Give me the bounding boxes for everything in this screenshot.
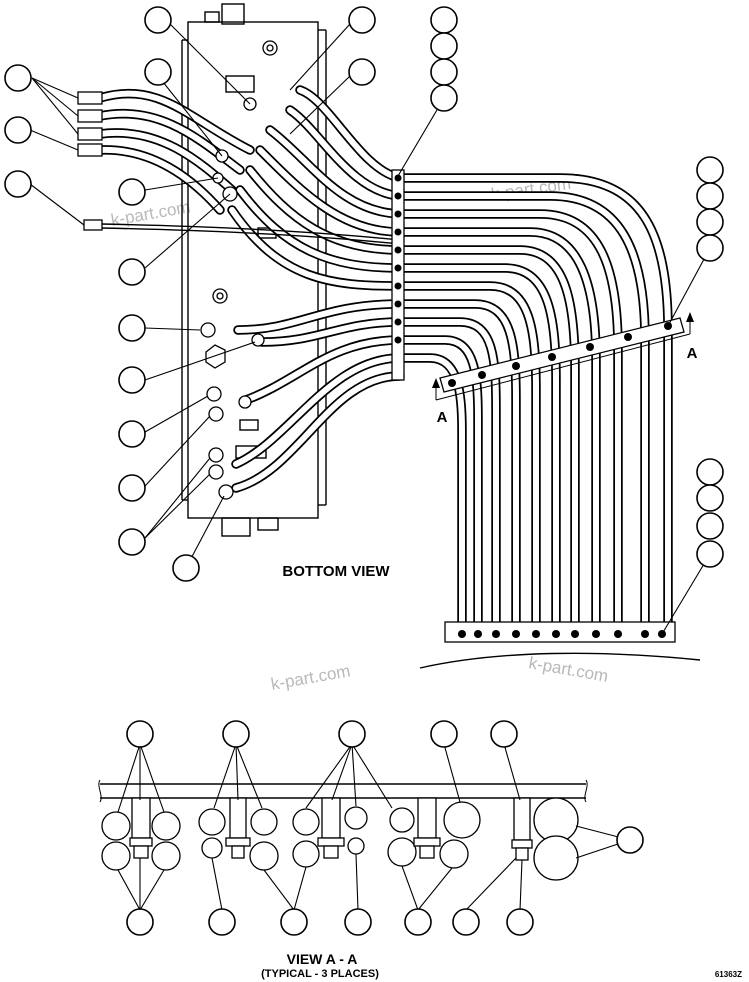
- bottom-clamp-bar: [419, 621, 701, 669]
- bottom-view-label: BOTTOM VIEW: [282, 563, 390, 580]
- callout-balloons: [4, 6, 724, 582]
- hose-end-fittings: [77, 91, 103, 231]
- watermark: k-part.com: [269, 661, 351, 694]
- drawing-number: 61363Z: [715, 970, 742, 979]
- valve-fittings: [200, 97, 265, 500]
- hose-bundle: [95, 85, 673, 635]
- view-title: VIEW A - A: [287, 951, 358, 967]
- diagonal-clamp-bar: [432, 312, 694, 401]
- vertical-clamp-bar: [391, 169, 405, 381]
- section-letter-left: A: [437, 409, 448, 426]
- section-letter-right: A: [687, 345, 698, 362]
- view-a-a: [98, 720, 644, 936]
- watermark: k-part.com: [527, 653, 609, 686]
- view-subtitle: (TYPICAL - 3 PLACES): [261, 968, 379, 980]
- callout-leaders: [29, 23, 711, 635]
